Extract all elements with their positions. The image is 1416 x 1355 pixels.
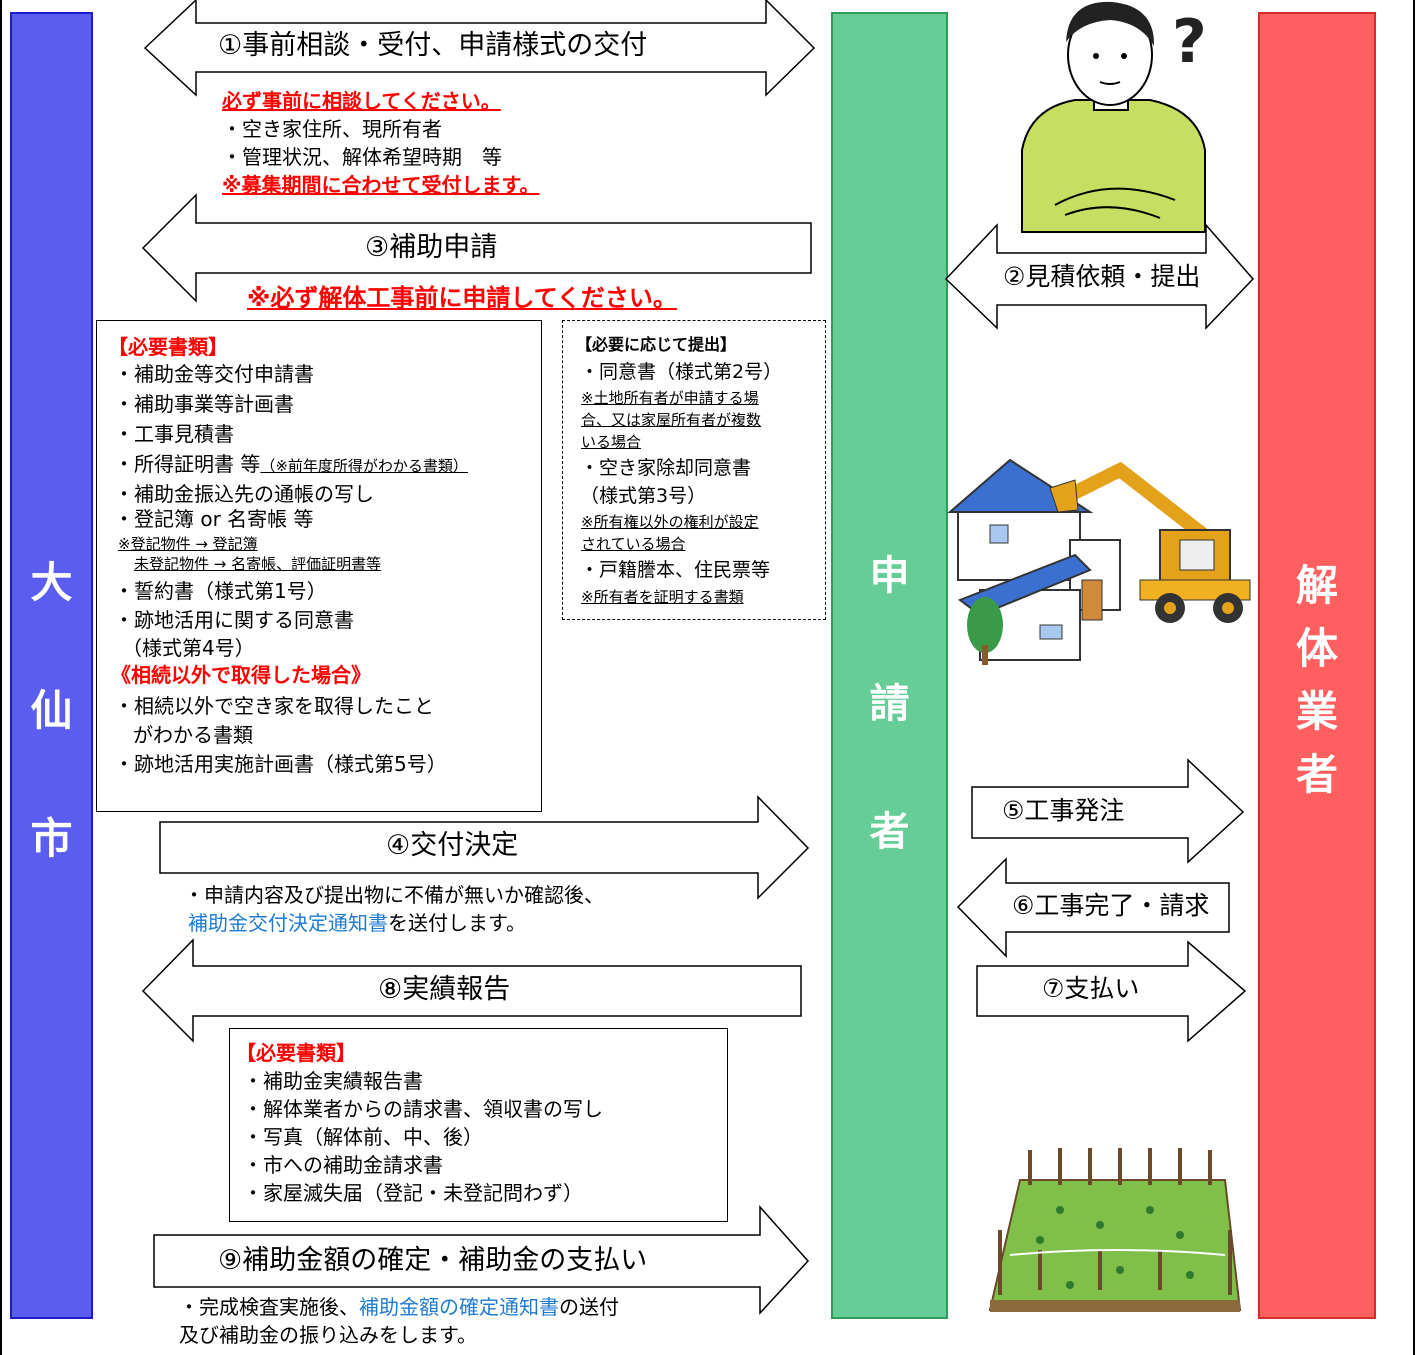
step8-arrow	[141, 938, 802, 1043]
applicant-char-3: 者	[869, 809, 910, 855]
step1-note-item-1: ・空き家住所、現所有者	[222, 117, 442, 141]
step4-desc-1: ・申請内容及び提出物に不備が無いか確認後、	[184, 883, 604, 907]
optional-note-1c: いる場合	[581, 433, 642, 451]
step7-arrow	[976, 940, 1247, 1043]
applicant-char-2: 請	[869, 681, 910, 727]
step6-arrow	[956, 857, 1230, 958]
income-note: （※前年度所得がわかる書類）	[260, 457, 468, 475]
step1-arrow	[143, 0, 816, 97]
required-doc-5: ・補助金振込先の通帳の写し	[114, 482, 374, 506]
step9-desc-1b: の送付	[559, 1295, 619, 1319]
step5-arrow	[971, 758, 1245, 864]
applicant-column: 申 請 者	[831, 12, 948, 1319]
optional-note-1b: 合、又は家屋所有者が複数	[581, 411, 762, 429]
required-docs-box	[96, 320, 542, 812]
step1-label: ①事前相談・受付、申請様式の交付	[218, 30, 648, 61]
inherit-item-1: ・相続以外で空き家を取得したこと	[114, 694, 434, 718]
thinking-person-illustration: ?	[1021, 1, 1207, 233]
required-doc-4: ・所得証明書 等（※前年度所得がわかる書類）	[114, 453, 468, 476]
report-docs-title: 【必要書類】	[236, 1041, 356, 1065]
step9-desc-2: 及び補助金の振り込みをします。	[179, 1323, 477, 1347]
city-char-3: 市	[30, 814, 73, 863]
optional-item-2: ・空き家除却同意書	[580, 457, 752, 479]
step3-label: ③補助申請	[365, 232, 498, 263]
contractor-char-1: 解	[1295, 561, 1338, 610]
step4-desc-tail: を送付します。	[388, 911, 526, 935]
contractor-column-label: 解 体 業 者	[1260, 554, 1374, 806]
report-docs-box	[229, 1028, 728, 1222]
report-doc-3: ・写真（解体前、中、後）	[243, 1125, 483, 1149]
optional-note-3a: ※所有者を証明する書類	[581, 588, 744, 606]
optional-docs-title: 【必要に応じて提出】	[576, 335, 737, 354]
report-doc-5: ・家屋滅失届（登記・未登記問わず）	[243, 1181, 583, 1205]
step4-label: ④交付決定	[386, 830, 519, 861]
step4-arrow	[159, 795, 810, 900]
city-column-label: 大 仙 市	[12, 519, 91, 903]
optional-note-1a: ※土地所有者が申請する場	[581, 389, 759, 407]
step1-note-footer: ※募集期間に合わせて受付します。	[222, 173, 540, 197]
demolition-illustration	[947, 458, 1251, 665]
inherit-item-3: ・跡地活用実施計画書（様式第5号）	[114, 752, 447, 776]
step9-desc-link: 補助金額の確定通知書	[359, 1295, 559, 1319]
step4-desc-2: 補助金交付決定通知書を送付します。	[188, 912, 526, 935]
optional-note-2b: されている場合	[581, 535, 686, 553]
required-doc-4-text: ・所得証明書 等	[114, 452, 261, 476]
contractor-column: 解 体 業 者	[1258, 12, 1376, 1319]
required-doc-9: （様式第4号）	[122, 636, 255, 660]
step6-label: ⑥工事完了・請求	[1012, 891, 1210, 920]
step1-note-title: 必ず事前に相談してください。	[222, 89, 501, 113]
applicant-column-label: 申 請 者	[833, 512, 946, 896]
optional-item-2b: （様式第3号）	[580, 485, 707, 507]
step9-desc-1a: ・完成検査実施後、	[179, 1295, 359, 1319]
step9-arrow	[153, 1205, 810, 1315]
city-char-1: 大	[30, 558, 73, 607]
required-doc-7: ・誓約書（様式第1号）	[114, 579, 327, 603]
step9-label: ⑨補助金額の確定・補助金の支払い	[218, 1245, 648, 1276]
required-doc-1: ・補助金等交付申請書	[114, 362, 314, 386]
contractor-char-4: 者	[1295, 750, 1338, 799]
city-column: 大 仙 市	[10, 12, 93, 1319]
step2-label: ②見積依頼・提出	[1003, 262, 1201, 291]
contractor-char-2: 体	[1295, 624, 1338, 673]
step3-arrow	[141, 193, 812, 303]
step4-desc-link: 補助金交付決定通知書	[188, 911, 388, 935]
required-doc-8: ・跡地活用に関する同意書	[114, 608, 354, 632]
vacant-lot-illustration	[988, 1148, 1242, 1312]
required-docs-title: 【必要書類】	[108, 335, 228, 359]
step7-label: ⑦支払い	[1042, 974, 1140, 1003]
city-char-2: 仙	[30, 686, 73, 735]
optional-item-1: ・同意書（様式第2号）	[580, 361, 783, 383]
required-doc-3: ・工事見積書	[114, 422, 234, 446]
step3-warning: ※必ず解体工事前に申請してください。	[247, 284, 677, 312]
report-doc-2: ・解体業者からの請求書、領収書の写し	[243, 1097, 603, 1121]
step2-arrow	[944, 222, 1255, 330]
contractor-char-3: 業	[1295, 687, 1338, 736]
optional-note-2a: ※所有権以外の権利が設定	[581, 513, 759, 531]
question-mark-icon: ?	[1172, 7, 1207, 77]
applicant-char-1: 申	[869, 553, 910, 599]
step1-note-item-2: ・管理状況、解体希望時期 等	[222, 145, 502, 169]
inherit-title: 《相続以外で取得した場合》	[111, 663, 371, 687]
optional-docs-box	[562, 320, 826, 620]
registry-note-2: 未登記物件 → 名寄帳、評価証明書等	[134, 555, 382, 573]
registry-note-1: ※登記物件 → 登記簿	[118, 535, 258, 553]
optional-item-3: ・戸籍謄本、住民票等	[580, 559, 771, 581]
required-doc-6: ・登記簿 or 名寄帳 等	[114, 507, 314, 531]
step9-desc-1: ・完成検査実施後、補助金額の確定通知書の送付	[179, 1296, 619, 1319]
inherit-item-2: がわかる書類	[133, 723, 253, 747]
step5-label: ⑤工事発注	[1002, 796, 1125, 825]
step8-label: ⑧実績報告	[378, 974, 511, 1005]
required-doc-2: ・補助事業等計画書	[114, 392, 294, 416]
report-doc-1: ・補助金実績報告書	[243, 1069, 423, 1093]
report-doc-4: ・市への補助金請求書	[243, 1153, 443, 1177]
